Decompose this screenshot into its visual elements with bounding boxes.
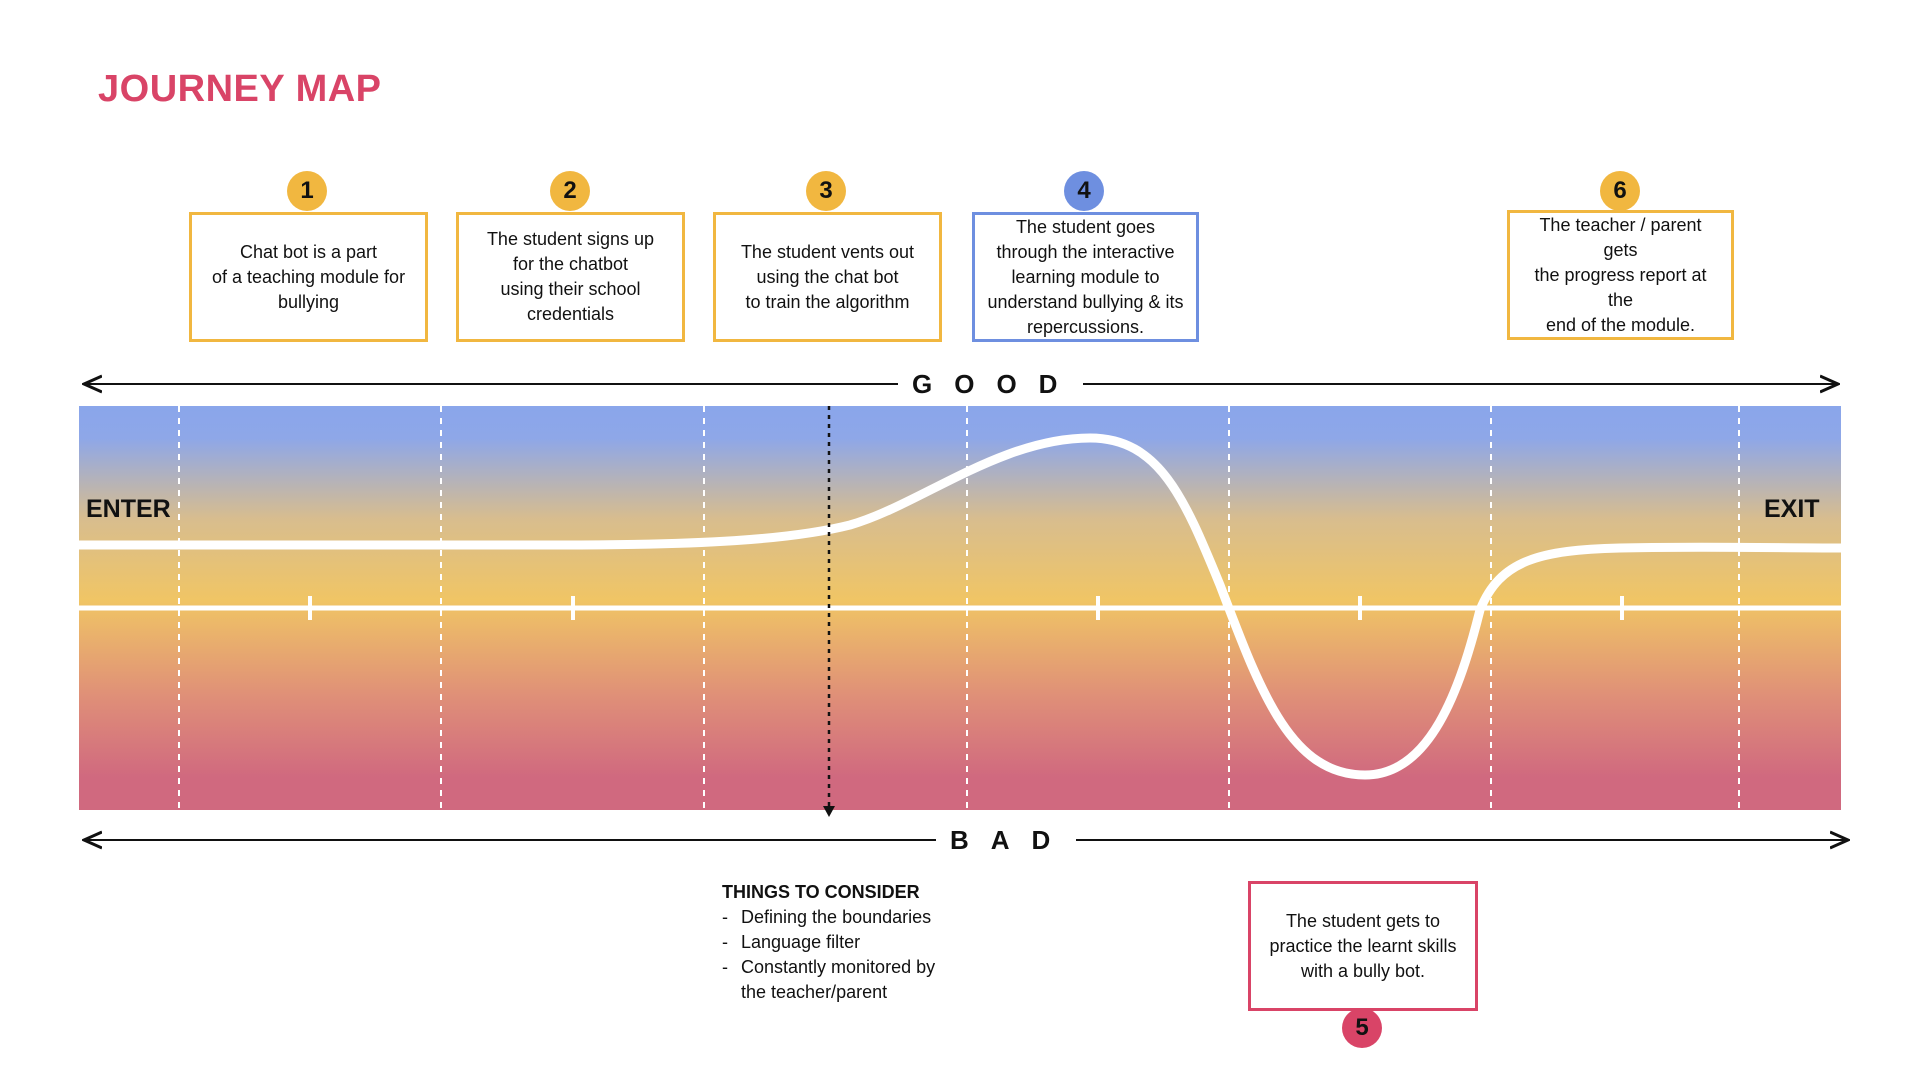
step-2-text: The student signs up for the chatbot usi… xyxy=(486,229,655,324)
step-6-text: The teacher / parent gets the progress r… xyxy=(1534,214,1707,335)
step-5-text: The student gets to practice the learnt … xyxy=(1269,910,1457,981)
consideration-marker-arrowhead xyxy=(823,806,835,817)
step-4-text: The student goes through the interactive… xyxy=(987,216,1184,337)
enter-label: ENTER xyxy=(86,495,171,523)
step-1-box: Chat bot is a part of a teaching module … xyxy=(189,212,428,342)
step-1-text: Chat bot is a part of a teaching module … xyxy=(211,241,406,312)
step-6-badge: 6 xyxy=(1600,171,1640,211)
considerations-list: Defining the boundaries Language filter … xyxy=(722,905,935,1005)
things-to-consider-heading: THINGS TO CONSIDER xyxy=(722,882,920,902)
good-axis-label: GOOD xyxy=(898,369,1084,399)
page-title: JOURNEY MAP xyxy=(98,68,382,110)
step-4-box: The student goes through the interactive… xyxy=(972,212,1199,342)
consideration-item: Constantly monitored by the teacher/pare… xyxy=(722,955,935,1005)
step-5-box: The student gets to practice the learnt … xyxy=(1248,881,1478,1011)
step-5-badge: 5 xyxy=(1342,1008,1382,1048)
baseline-ticks xyxy=(308,596,1624,620)
step-4-badge: 4 xyxy=(1064,171,1104,211)
step-2-box: The student signs up for the chatbot usi… xyxy=(456,212,685,342)
step-1-badge: 1 xyxy=(287,171,327,211)
things-to-consider: THINGS TO CONSIDER Defining the boundari… xyxy=(722,880,935,1005)
exit-label: EXIT xyxy=(1764,495,1820,523)
step-2-badge: 2 xyxy=(550,171,590,211)
step-6-box: The teacher / parent gets the progress r… xyxy=(1507,210,1734,340)
bad-axis-label: BAD xyxy=(936,825,1077,855)
step-3-box: The student vents out using the chat bot… xyxy=(713,212,942,342)
step-3-badge: 3 xyxy=(806,171,846,211)
consideration-item: Language filter xyxy=(722,930,935,955)
step-3-text: The student vents out using the chat bot… xyxy=(740,241,915,312)
stage-dividers xyxy=(178,406,1740,810)
experience-curve xyxy=(74,433,1846,780)
consideration-item: Defining the boundaries xyxy=(722,905,935,930)
